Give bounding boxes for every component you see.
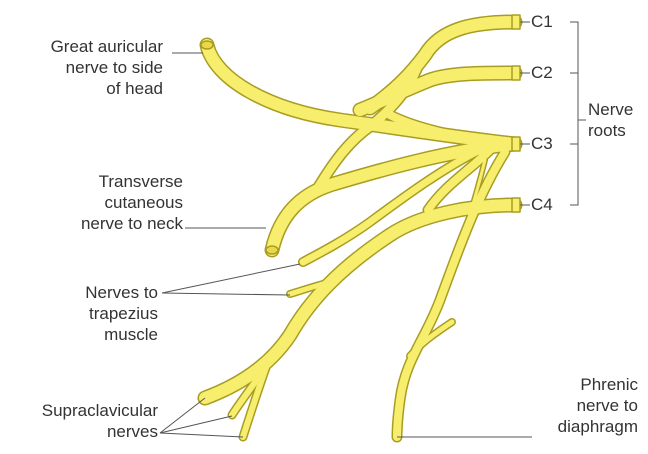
root-label-c4: C4 <box>531 195 553 215</box>
supraclavicular-line-2: nerves <box>42 421 158 442</box>
trapezius-leader-2 <box>162 293 290 295</box>
great-auricular-line-1: Great auricular <box>51 36 163 57</box>
c3-root-stub <box>512 137 520 151</box>
root-label-c2: C2 <box>531 63 553 83</box>
c4-root-stub <box>512 198 520 212</box>
c1-root-stub <box>512 15 520 29</box>
great-auricular-label: Great auricular nerve to side of head <box>51 36 163 99</box>
nerve-roots-bracket <box>570 22 578 205</box>
nerve-roots-label: Nerve roots <box>588 99 633 141</box>
phrenic-line-3: diaphragm <box>558 416 638 437</box>
transverse-cutaneous-line-1: Transverse <box>81 171 183 192</box>
trapezius-label: Nerves to trapezius muscle <box>85 282 158 345</box>
transverse-cutaneous-line-3: nerve to neck <box>81 213 183 234</box>
supraclavicular-leader-3 <box>160 433 243 437</box>
great-auricular-line-2: nerve to side <box>51 57 163 78</box>
nerve-branches <box>201 15 520 437</box>
nerve-roots-line-1: Nerve <box>588 99 633 120</box>
c2-root-stub <box>512 66 520 80</box>
great-auricular-cut-end <box>201 41 213 49</box>
trapezius-line-3: muscle <box>85 324 158 345</box>
leader-lines <box>160 22 586 437</box>
nerve-roots-line-2: roots <box>588 120 633 141</box>
supraclavicular-label: Supraclavicular nerves <box>42 400 158 442</box>
root-label-c3: C3 <box>531 134 553 154</box>
trapezius-leader-1 <box>162 264 300 293</box>
transverse-cutaneous-cut-end <box>266 246 278 254</box>
trapezius-line-2: trapezius <box>85 303 158 324</box>
phrenic-line-1: Phrenic <box>558 374 638 395</box>
root-label-c1: C1 <box>531 12 553 32</box>
phrenic-line-2: nerve to <box>558 395 638 416</box>
supraclavicular-line-1: Supraclavicular <box>42 400 158 421</box>
great-auricular-line-3: of head <box>51 78 163 99</box>
transverse-cutaneous-line-2: cutaneous <box>81 192 183 213</box>
trapezius-line-1: Nerves to <box>85 282 158 303</box>
transverse-cutaneous-label: Transverse cutaneous nerve to neck <box>81 171 183 234</box>
phrenic-label: Phrenic nerve to diaphragm <box>558 374 638 437</box>
